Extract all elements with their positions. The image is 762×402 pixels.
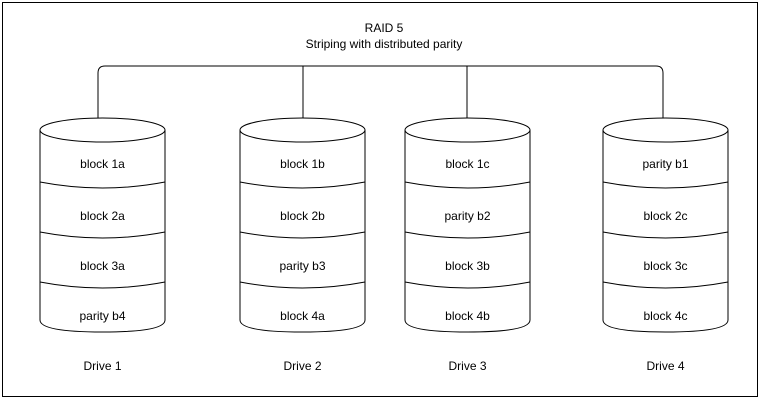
drive-4-block-2: block 2c xyxy=(643,209,687,223)
drive-3-cylinder-top xyxy=(404,117,531,143)
drive-3-divider-1 xyxy=(404,181,531,189)
drive-1-cylinder-body xyxy=(39,129,166,333)
drive-4-cylinder-body xyxy=(602,129,729,333)
drive-2-block-2: block 2b xyxy=(280,209,325,223)
drive-2-cylinder-top xyxy=(239,117,366,143)
drive-1-block-2: block 2a xyxy=(80,209,125,223)
drive-3-divider-2 xyxy=(404,231,531,239)
drive-1-cylinder-top xyxy=(39,117,166,143)
drive-1-divider-3 xyxy=(39,281,166,289)
drive-3-label: Drive 3 xyxy=(448,359,486,373)
drive-2-cylinder-body xyxy=(239,129,366,333)
drive-1-divider-1 xyxy=(39,181,166,189)
drive-3-block-4: block 4b xyxy=(445,309,490,323)
drive-group-3: block 1c parity b2 block 3b block 4b Dri… xyxy=(404,117,531,373)
drive-3-cylinder-body xyxy=(404,129,531,333)
drive-3-block-1: block 1c xyxy=(445,157,489,171)
drive-1-label: Drive 1 xyxy=(83,359,121,373)
drive-1-divider-2 xyxy=(39,231,166,239)
drive-2-divider-2 xyxy=(239,231,366,239)
drive-2-block-1: block 1b xyxy=(280,157,325,171)
drive-1-block-4: parity b4 xyxy=(79,309,125,323)
drive-4-cylinder-top xyxy=(602,117,729,143)
drive-2-block-3: parity b3 xyxy=(279,259,325,273)
drive-group-2: block 1b block 2b parity b3 block 4a Dri… xyxy=(239,117,366,373)
drive-4-block-4: block 4c xyxy=(643,309,687,323)
diagram-title-line2: Striping with distributed parity xyxy=(306,37,463,51)
drive-3-block-2: parity b2 xyxy=(444,209,490,223)
drive-4-block-1: parity b1 xyxy=(642,157,688,171)
drive-4-label: Drive 4 xyxy=(646,359,684,373)
drive-4-block-3: block 3c xyxy=(643,259,687,273)
drive-2-label: Drive 2 xyxy=(283,359,321,373)
drive-2-divider-1 xyxy=(239,181,366,189)
diagram-title-line1: RAID 5 xyxy=(365,21,404,35)
drive-4-divider-1 xyxy=(602,181,729,189)
drive-4-divider-3 xyxy=(602,281,729,289)
drive-2-divider-3 xyxy=(239,281,366,289)
drive-3-divider-3 xyxy=(404,281,531,289)
drive-1-block-1: block 1a xyxy=(80,157,125,171)
controller-bus-rail xyxy=(97,65,664,120)
drive-3-block-3: block 3b xyxy=(445,259,490,273)
drive-group-4: parity b1 block 2c block 3c block 4c Dri… xyxy=(602,117,729,373)
drive-group-1: block 1a block 2a block 3a parity b4 Dri… xyxy=(39,117,166,373)
drive-1-block-3: block 3a xyxy=(80,259,125,273)
drive-2-block-4: block 4a xyxy=(280,309,325,323)
drive-4-divider-2 xyxy=(602,231,729,239)
